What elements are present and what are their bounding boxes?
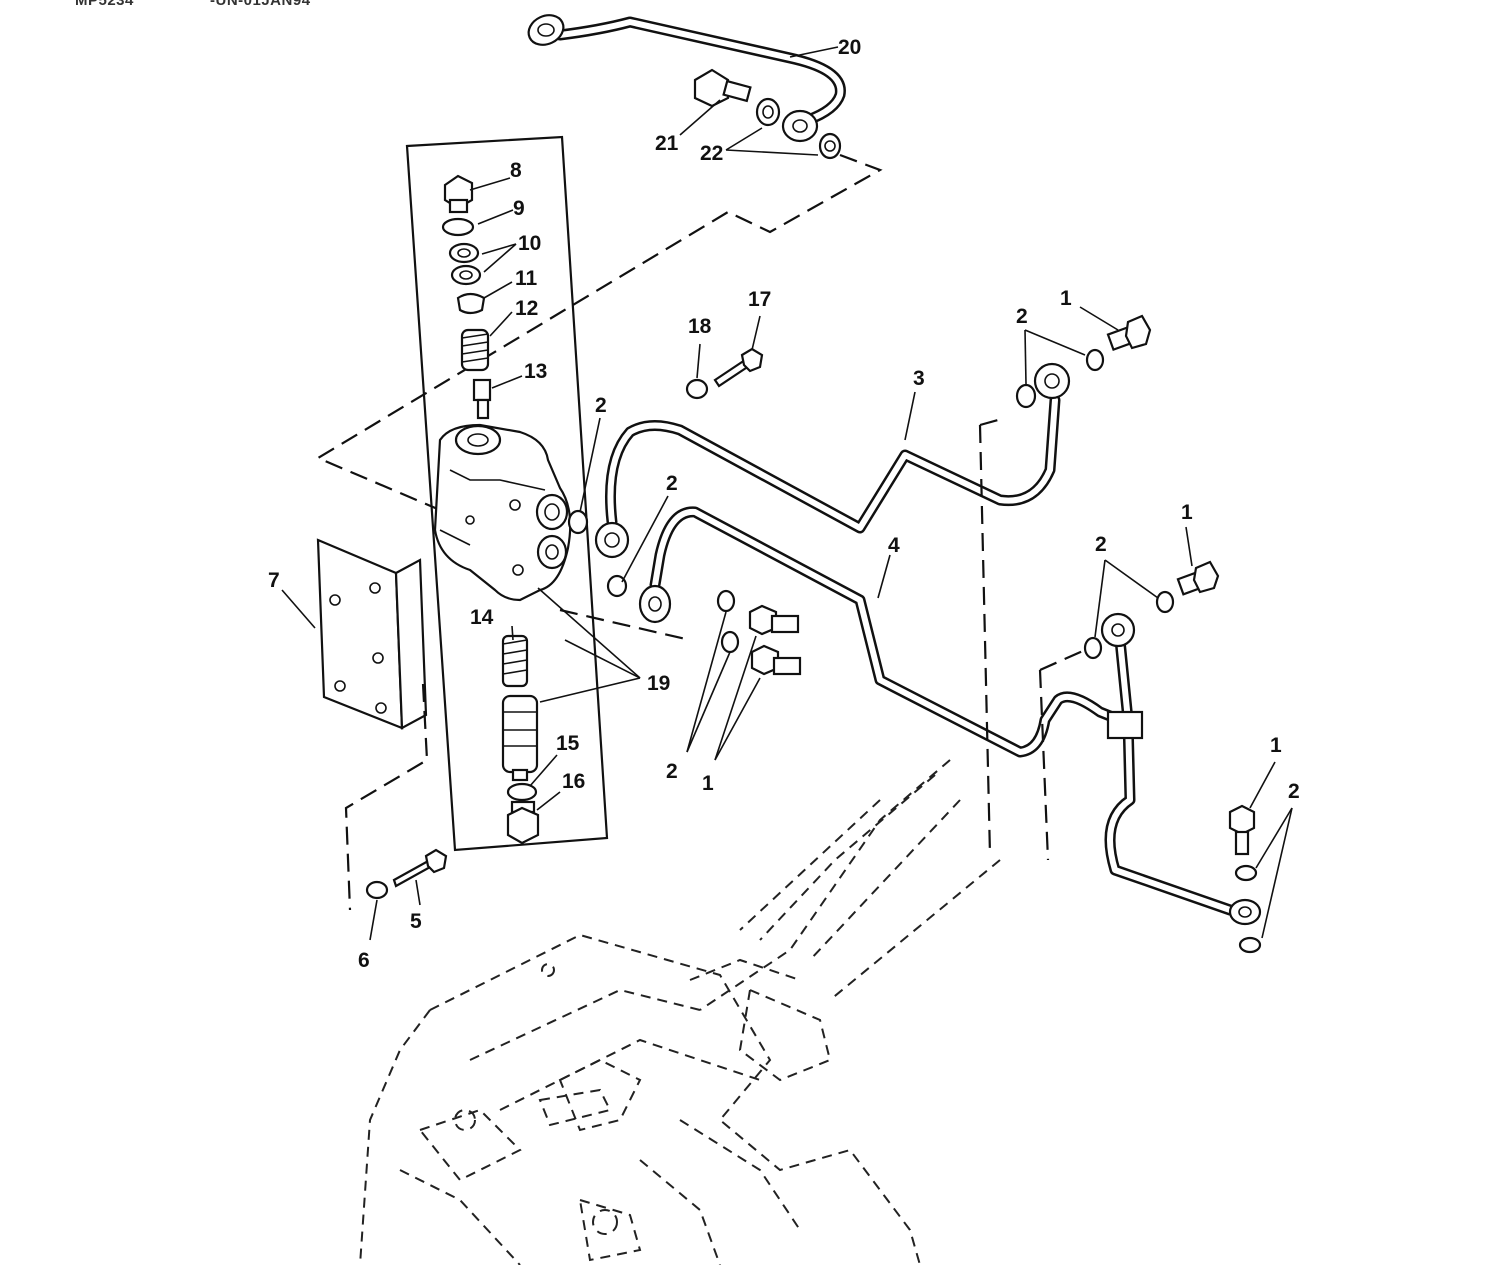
bolt-21 bbox=[693, 68, 752, 108]
bolt-17 bbox=[713, 347, 764, 388]
callout-16: 16 bbox=[562, 770, 585, 793]
callout-9: 9 bbox=[513, 197, 525, 220]
poppet-13 bbox=[472, 378, 492, 420]
callout-2c: 2 bbox=[666, 472, 678, 495]
washer-2 bbox=[606, 574, 628, 598]
callout-11: 11 bbox=[515, 267, 538, 290]
pipe-20 bbox=[527, 14, 846, 143]
callout-17: 17 bbox=[748, 288, 771, 311]
callout-15: 15 bbox=[556, 732, 580, 755]
bolt-1 bbox=[1176, 560, 1220, 596]
valve-body-19 bbox=[433, 423, 572, 602]
bolt-1 bbox=[748, 604, 800, 636]
washer-2 bbox=[1085, 348, 1105, 372]
transmission-housing bbox=[359, 759, 1001, 1265]
callout-2f: 2 bbox=[1288, 780, 1300, 803]
washer-2 bbox=[1155, 590, 1175, 614]
bolt-1 bbox=[750, 644, 802, 676]
figure-code: -UN-01JAN94 bbox=[210, 0, 311, 9]
bolt-5 bbox=[392, 848, 448, 888]
callout-2e: 2 bbox=[666, 760, 678, 783]
callout-8: 8 bbox=[510, 159, 522, 182]
callout-21: 21 bbox=[655, 132, 679, 155]
washer-6 bbox=[365, 880, 389, 900]
o-ring-15 bbox=[506, 782, 538, 802]
washer-2 bbox=[1234, 864, 1258, 882]
callout-18: 18 bbox=[688, 315, 712, 338]
callout-12: 12 bbox=[515, 297, 538, 320]
spring-14 bbox=[501, 634, 529, 688]
spool-19b bbox=[501, 694, 539, 782]
valve-kit-frame bbox=[405, 135, 609, 852]
cap-11 bbox=[456, 292, 486, 315]
washer-2 bbox=[1083, 636, 1103, 660]
leader-lines bbox=[281, 177, 1293, 941]
plate-7 bbox=[316, 538, 428, 730]
pipe-4 bbox=[638, 506, 1116, 758]
callout-5: 5 bbox=[410, 910, 422, 933]
callout-3: 3 bbox=[913, 367, 925, 390]
callout-14: 14 bbox=[470, 606, 494, 629]
callout-22: 22 bbox=[700, 142, 723, 165]
pipe-3 bbox=[594, 362, 1071, 559]
bolt-1 bbox=[1106, 314, 1152, 352]
callout-2a: 2 bbox=[595, 394, 607, 417]
callout-19: 19 bbox=[647, 672, 670, 695]
callout-6: 6 bbox=[358, 949, 370, 972]
bolt-1 bbox=[1228, 804, 1256, 856]
figure-id: MP5234 bbox=[75, 0, 134, 9]
callout-7: 7 bbox=[268, 569, 280, 592]
pipe-right-lower bbox=[1100, 612, 1262, 926]
washer-2 bbox=[720, 630, 740, 654]
callout-1d: 1 bbox=[1270, 734, 1282, 757]
callout-10: 10 bbox=[518, 232, 541, 255]
washer-10a bbox=[448, 242, 480, 264]
washer-2 bbox=[567, 509, 589, 535]
washer-2 bbox=[1238, 936, 1262, 954]
plug-8 bbox=[443, 174, 474, 214]
spring-12 bbox=[460, 328, 490, 372]
callout-1c: 1 bbox=[702, 772, 714, 795]
o-ring-9 bbox=[441, 217, 475, 237]
callout-2d: 2 bbox=[1095, 533, 1107, 556]
washer-18 bbox=[685, 378, 709, 400]
washer-10b bbox=[450, 264, 482, 286]
plug-16 bbox=[506, 800, 540, 845]
callout-1b: 1 bbox=[1181, 501, 1193, 524]
callout-20: 20 bbox=[838, 36, 861, 59]
callout-2b: 2 bbox=[1016, 305, 1028, 328]
callout-13: 13 bbox=[524, 360, 547, 383]
callout-4: 4 bbox=[888, 534, 900, 557]
callout-1a: 1 bbox=[1060, 287, 1072, 310]
callout-labels: 20 21 22 8 9 10 11 12 13 2 18 17 2 1 3 2… bbox=[268, 36, 1300, 972]
washer-2 bbox=[1015, 383, 1037, 409]
washers-22 bbox=[755, 97, 842, 160]
washer-2 bbox=[716, 589, 736, 613]
